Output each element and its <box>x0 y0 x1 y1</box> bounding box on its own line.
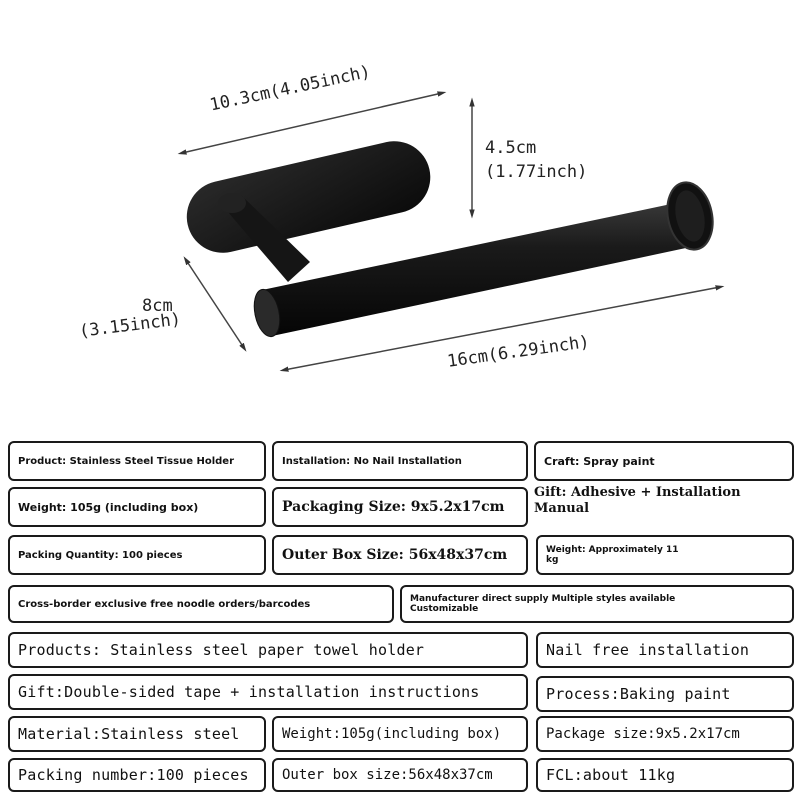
spec-weight-en: Weight:105g(including box) <box>272 716 528 752</box>
spec-outer-box-en: Outer box size:56x48x37cm <box>272 758 528 792</box>
spec-package-size-text: Package size:9x5.2x17cm <box>546 726 740 742</box>
spec-fcl-text: FCL:about 11kg <box>546 766 676 784</box>
product-illustration: 10.3cm(4.05inch) 4.5cm (1.77inch) 8cm (3… <box>78 62 725 372</box>
spec-weight: Weight: 105g (including box) <box>8 487 266 527</box>
spec-process: Process:Baking paint <box>536 676 794 712</box>
dimension-line-top <box>177 91 447 155</box>
spec-products-en: Products: Stainless steel paper towel ho… <box>8 632 528 668</box>
spec-craft-text: Craft: Spray paint <box>544 454 655 468</box>
spec-gift-line1: Gift: Adhesive + Installation <box>534 485 741 500</box>
spec-gift-en-text: Gift:Double-sided tape + installation in… <box>18 683 480 701</box>
spec-craft: Craft: Spray paint <box>534 441 794 481</box>
wall-plate <box>186 141 431 253</box>
dimension-label-depth-cm: 8cm <box>142 296 173 316</box>
spec-packing-quantity-text: Packing Quantity: 100 pieces <box>18 549 183 561</box>
spec-gift: Gift: Adhesive + Installation Manual <box>534 485 796 525</box>
spec-gift-en: Gift:Double-sided tape + installation in… <box>8 674 528 710</box>
spec-product-text: Product: Stainless Steel Tissue Holder <box>18 455 235 467</box>
spec-installation-text: Installation: No Nail Installation <box>282 455 462 467</box>
spec-packing-number-text: Packing number:100 pieces <box>18 766 249 784</box>
spec-product: Product: Stainless Steel Tissue Holder <box>8 441 266 481</box>
spec-material-text: Material:Stainless steel <box>18 725 240 743</box>
spec-weight-approx: Weight: Approximately 11 kg <box>536 535 794 575</box>
spec-manufacturer-line1: Manufacturer direct supply Multiple styl… <box>410 594 676 604</box>
dimension-label-height-cm: 4.5cm <box>485 138 537 158</box>
spec-weight-approx-line1: Weight: Approximately 11 <box>546 545 679 555</box>
spec-products-en-text: Products: Stainless steel paper towel ho… <box>18 641 425 659</box>
spec-outer-box-en-text: Outer box size:56x48x37cm <box>282 767 493 783</box>
spec-weight-en-text: Weight:105g(including box) <box>282 726 502 742</box>
spec-installation: Installation: No Nail Installation <box>272 441 528 481</box>
spec-gift-line2: Manual <box>534 501 590 516</box>
spec-outer-box-size: Outer Box Size: 56x48x37cm <box>272 535 528 575</box>
dimension-line-length <box>279 285 725 372</box>
spec-packing-number: Packing number:100 pieces <box>8 758 266 792</box>
spec-packing-quantity: Packing Quantity: 100 pieces <box>8 535 266 575</box>
spec-weight-text: Weight: 105g (including box) <box>18 500 199 514</box>
spec-manufacturer: Manufacturer direct supply Multiple styl… <box>400 585 794 623</box>
bar-end-left <box>253 288 281 338</box>
spec-cross-border: Cross-border exclusive free noodle order… <box>8 585 394 623</box>
spec-nail-free-text: Nail free installation <box>546 641 750 659</box>
spec-packaging-size-text: Packaging Size: 9x5.2x17cm <box>282 499 505 515</box>
spec-material: Material:Stainless steel <box>8 716 266 752</box>
spec-manufacturer-line2: Customizable <box>410 604 479 614</box>
spec-fcl: FCL:about 11kg <box>536 758 794 792</box>
spec-package-size: Package size:9x5.2x17cm <box>536 716 794 752</box>
spec-process-text: Process:Baking paint <box>546 685 731 703</box>
tissue-holder-image <box>177 91 725 372</box>
spec-nail-free: Nail free installation <box>536 632 794 668</box>
spec-cross-border-text: Cross-border exclusive free noodle order… <box>18 598 311 610</box>
connector-stem <box>222 196 310 282</box>
spec-packaging-size: Packaging Size: 9x5.2x17cm <box>272 487 528 527</box>
spec-outer-box-size-text: Outer Box Size: 56x48x37cm <box>282 547 508 563</box>
holder-bar <box>262 200 700 336</box>
dimension-label-height-inch: (1.77inch) <box>485 162 588 182</box>
dimension-line-depth <box>183 256 247 352</box>
spec-weight-approx-line2: kg <box>546 555 559 565</box>
